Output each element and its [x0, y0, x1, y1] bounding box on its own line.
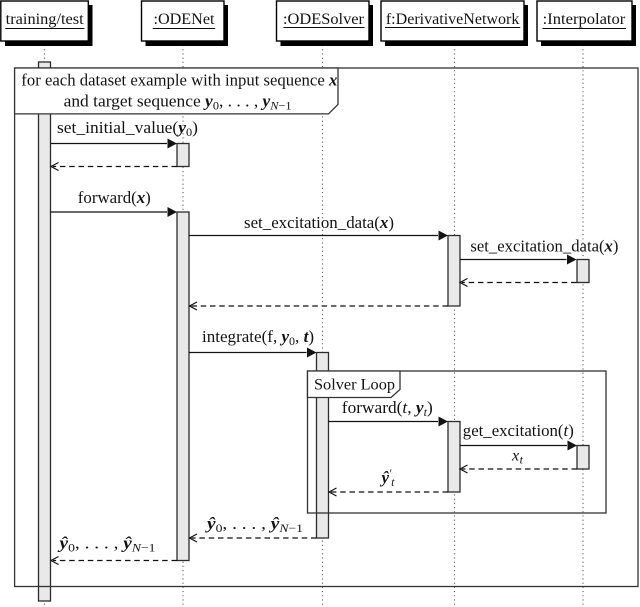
- svg-text::Interpolator: :Interpolator: [543, 11, 626, 28]
- svg-text:integrate(f, y0, t): integrate(f, y0, t): [202, 327, 314, 348]
- svg-text:and target sequence y0, . . .: and target sequence y0, . . . , yN−1: [64, 92, 292, 113]
- svg-text:get_excitation(t): get_excitation(t): [463, 421, 574, 440]
- svg-text:xt: xt: [511, 448, 524, 467]
- svg-text:set_initial_value(y0): set_initial_value(y0): [57, 118, 198, 139]
- svg-text:ŷ0, . . . , ŷN−1: ŷ0, . . . , ŷN−1: [57, 534, 155, 555]
- svg-text:set_excitation_data(x): set_excitation_data(x): [470, 237, 618, 256]
- svg-text:ŷ0, . . . , ŷN−1: ŷ0, . . . , ŷN−1: [205, 514, 303, 535]
- svg-text::ODENet: :ODENet: [154, 11, 216, 28]
- svg-text:f:DerivativeNetwork: f:DerivativeNetwork: [386, 11, 520, 28]
- svg-text:set_excitation_data(x): set_excitation_data(x): [244, 213, 394, 232]
- svg-text:training/test: training/test: [6, 11, 85, 28]
- svg-text:forward(x): forward(x): [78, 188, 151, 207]
- svg-text:Solver Loop: Solver Loop: [314, 377, 395, 394]
- svg-text:ŷ′t: ŷ′t: [379, 466, 395, 489]
- svg-text:for each dataset example with: for each dataset example with input sequ…: [21, 71, 337, 90]
- svg-text::ODESolver: :ODESolver: [283, 11, 365, 28]
- svg-text:forward(t, yt): forward(t, yt): [342, 398, 433, 419]
